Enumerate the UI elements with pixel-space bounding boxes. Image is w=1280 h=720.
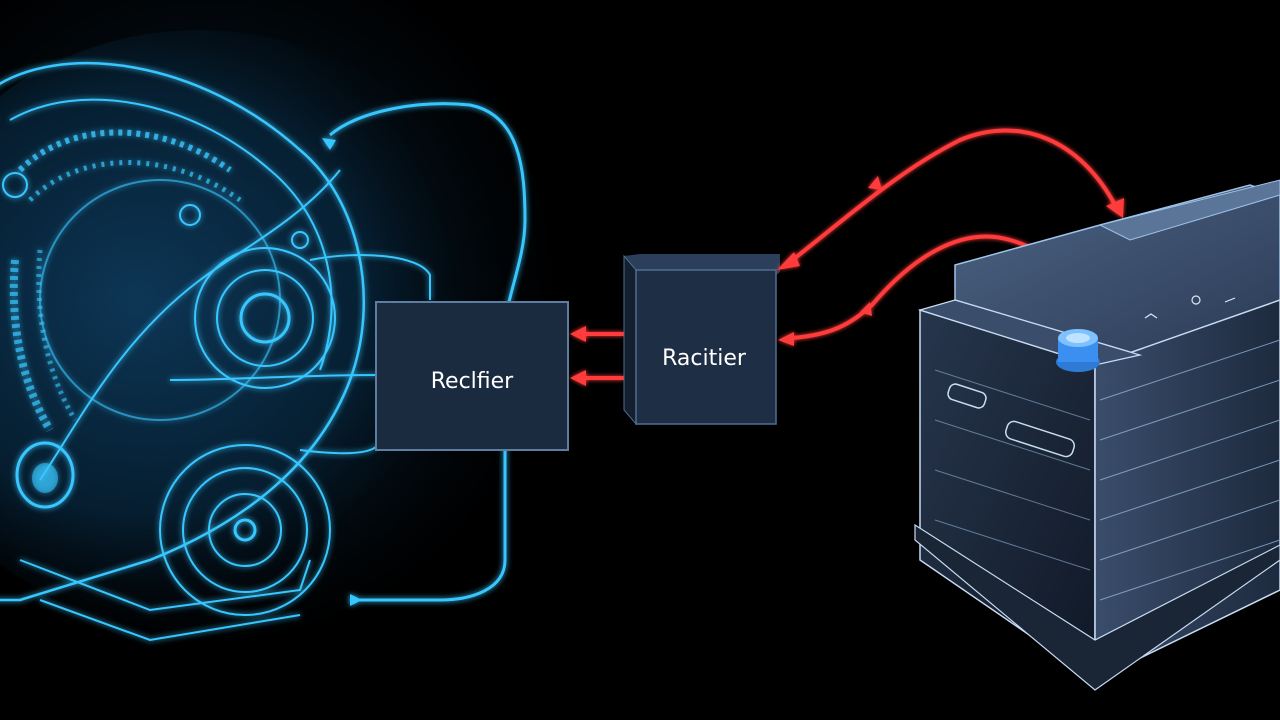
alternator-icon <box>0 30 520 642</box>
alternator-wires <box>39 102 527 606</box>
rectifier-box-middle: Racitier <box>623 254 780 426</box>
flow-arrows-middle <box>570 326 624 386</box>
rectifier-middle-label: Racitier <box>662 346 747 371</box>
rectifier-box-left: Reclfier <box>375 301 569 451</box>
rectifier-left-label: Reclfier <box>431 369 514 394</box>
battery-icon <box>914 179 1280 691</box>
